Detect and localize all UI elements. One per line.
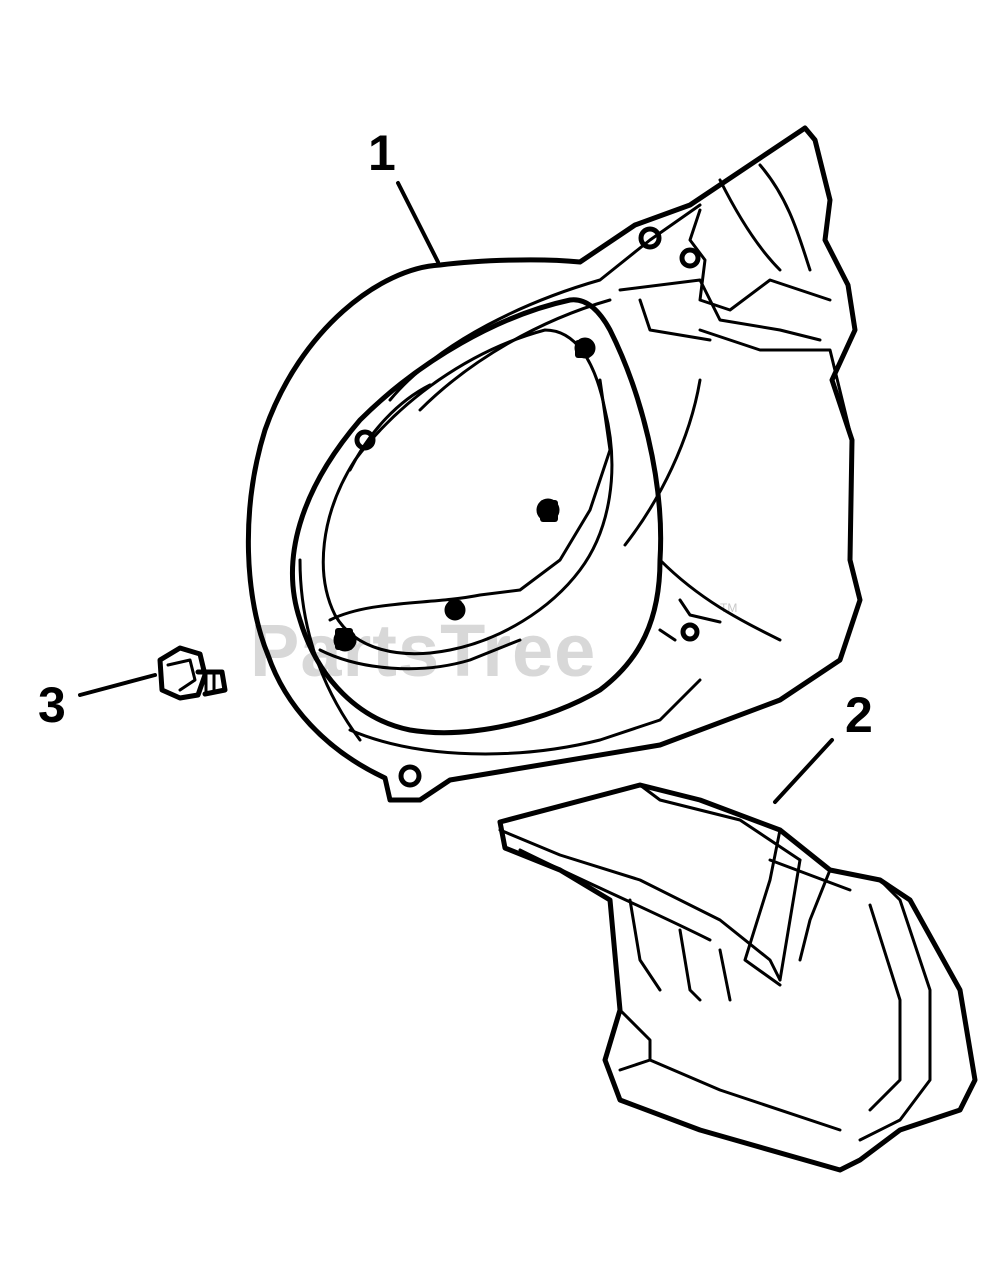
callout-3-leader <box>78 673 157 697</box>
callout-1-leader <box>396 181 440 264</box>
callout-2: 2 <box>773 687 873 804</box>
air-guide-drawing <box>497 782 978 1173</box>
callout-3-number: 3 <box>38 677 66 733</box>
blower-housing-drawing <box>245 125 863 803</box>
callout-2-leader <box>773 738 834 804</box>
callout-3: 3 <box>38 673 157 733</box>
callout-1: 1 <box>368 125 440 264</box>
callout-1-number: 1 <box>368 125 396 181</box>
callout-2-number: 2 <box>845 687 873 743</box>
flange-screw-drawing <box>157 645 228 701</box>
